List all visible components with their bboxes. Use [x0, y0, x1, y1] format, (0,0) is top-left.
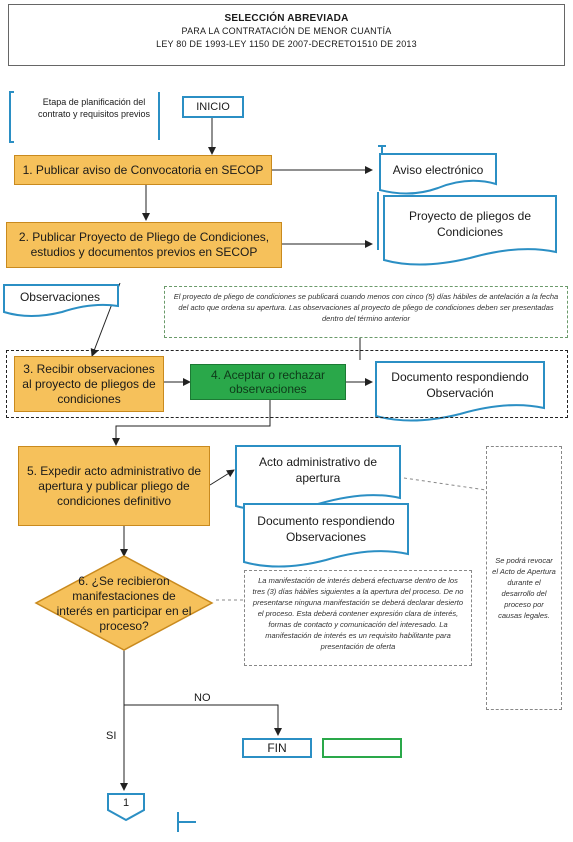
branch-no-label: NO — [194, 692, 211, 704]
doc-observaciones: Observaciones — [19, 290, 101, 304]
doc-proyecto: Proyecto de pliegos de Condiciones — [408, 209, 532, 239]
step-2[interactable]: 2. Publicar Proyecto de Pliego de Condic… — [6, 222, 282, 268]
doc-proyecto-shape — [383, 195, 557, 266]
empty-green-box — [322, 738, 402, 758]
review-region — [6, 350, 568, 418]
stage-label: Etapa de planificación del contrato y re… — [30, 92, 160, 140]
doc-acto: Acto administrativo de apertura — [258, 455, 378, 485]
start-node[interactable]: INICIO — [182, 96, 244, 118]
doc-aviso-shape — [379, 153, 497, 195]
end-node[interactable]: FIN — [242, 738, 312, 758]
title-line-1: SELECCIÓN ABREVIADA — [224, 13, 349, 24]
doc-respuesta-shape — [375, 361, 545, 422]
step-1[interactable]: 1. Publicar aviso de Convocatoria en SEC… — [14, 155, 272, 185]
doc-observaciones-shape — [3, 284, 119, 317]
step-5[interactable]: 5. Expedir acto administrativo de apertu… — [18, 446, 210, 526]
branch-si-label: SI — [106, 730, 117, 742]
title-box: SELECCIÓN ABREVIADA PARA LA CONTRATACIÓN… — [8, 4, 565, 66]
doc-respuesta2: Documento respondiendo Observaciones — [257, 514, 395, 544]
title-line-3: LEY 80 DE 1993-LEY 1150 DE 2007-DECRETO1… — [156, 39, 417, 49]
note-revocar: Se podrá revocar el Acto de Apertura dur… — [486, 446, 562, 710]
step-6[interactable]: 6. ¿Se recibieron manifestaciones de int… — [56, 574, 192, 633]
decision-diamond-shape — [34, 555, 214, 651]
offpage-connector-shape — [107, 793, 145, 822]
offpage-connector[interactable]: 1 — [122, 797, 130, 809]
title-line-2: PARA LA CONTRATACIÓN DE MENOR CUANTÍA — [181, 26, 392, 36]
note-manifestacion: La manifestación de interés deberá efect… — [244, 570, 472, 666]
stage-bracket — [9, 91, 14, 143]
doc-respuesta: Documento respondiendo Observación — [391, 370, 529, 400]
step-3[interactable]: 3. Recibir observaciones al proyecto de … — [14, 356, 164, 412]
step-4[interactable]: 4. Aceptar o rechazar observaciones — [190, 364, 346, 400]
note-proyecto: El proyecto de pliego de condiciones se … — [164, 286, 568, 338]
doc-respuesta2-shape — [243, 503, 409, 568]
doc-aviso: Aviso electrónico — [392, 163, 484, 177]
